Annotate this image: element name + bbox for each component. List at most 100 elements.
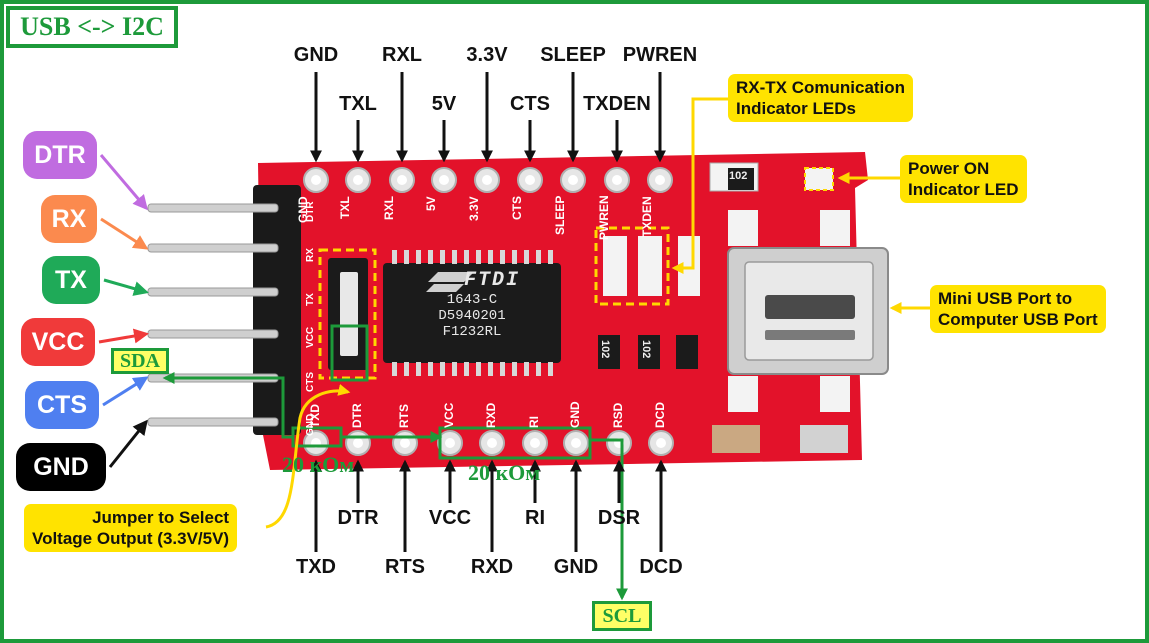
chip-leg-bottom-1: [404, 362, 409, 376]
bottom-hole-center-1: [353, 438, 363, 448]
bottom-hole-center-4: [487, 438, 497, 448]
page-title: USB <-> I2C: [6, 6, 178, 48]
power-led: [805, 168, 833, 190]
callout-power-led: Power ON Indicator LED: [900, 155, 1027, 203]
pad-c: [728, 376, 758, 412]
silk-header-3: VCC: [305, 320, 316, 348]
header-pin-3: [148, 330, 278, 338]
left-pill-rx: RX: [41, 195, 97, 243]
top-pin-label-3: SLEEP: [523, 44, 623, 67]
chip-leg-top-9: [500, 250, 505, 264]
resistor-code-2: 102: [599, 340, 611, 358]
silk-header-0: DTR: [305, 194, 316, 222]
chip-leg-top-7: [476, 250, 481, 264]
top-pin-front-label-0: TXL: [308, 93, 408, 116]
silk-top-3: 5V: [424, 196, 464, 240]
silk-header-1: RX: [305, 234, 316, 262]
silk-bottom-4: RXD: [484, 388, 498, 428]
pad-e: [800, 425, 848, 453]
bottom-pin-label-1: RTS: [355, 556, 455, 579]
led-rx: [603, 236, 627, 296]
pad-b: [820, 210, 850, 246]
chip-leg-bottom-6: [464, 362, 469, 376]
silk-top-4: 3.3V: [467, 196, 507, 240]
header-pin-2: [148, 288, 278, 296]
chip-leg-bottom-5: [452, 362, 457, 376]
chip-leg-top-12: [536, 250, 541, 264]
chip-leg-top-6: [464, 250, 469, 264]
resistor-code-3: 102: [640, 340, 652, 358]
callout-rxtx-line-2: Indicator LEDs: [736, 98, 905, 119]
chip-marking: FTDI 1643-C D5940201 F1232RL: [383, 270, 561, 340]
silk-top-1: TXL: [338, 196, 378, 240]
silk-bottom-7: RSD: [611, 388, 625, 428]
top-hole-center-4: [482, 175, 492, 185]
top-pin-front-label-3: TXDEN: [567, 93, 667, 116]
silk-top-6: SLEEP: [553, 196, 593, 240]
callout-power-line-2: Indicator LED: [908, 179, 1019, 200]
left-pill-gnd: GND: [16, 443, 106, 491]
mini-usb-opening: [765, 295, 855, 319]
led-tx: [638, 236, 662, 296]
chip-leg-top-11: [524, 250, 529, 264]
callout-jumper-line-2: Voltage Output (3.3V/5V): [32, 528, 229, 549]
chip-leg-bottom-0: [392, 362, 397, 376]
top-hole-center-5: [525, 175, 535, 185]
chip-leg-bottom-10: [512, 362, 517, 376]
chip-leg-top-13: [548, 250, 553, 264]
chip-leg-bottom-8: [488, 362, 493, 376]
mini-usb-tongue: [765, 330, 855, 340]
resistor-right-label: 20 кОм: [468, 460, 540, 486]
callout-jumper: Jumper to Select Voltage Output (3.3V/5V…: [24, 504, 237, 552]
bottom-pin-front-label-3: DSR: [569, 507, 669, 530]
chip-leg-bottom-12: [536, 362, 541, 376]
header-pin-5: [148, 418, 278, 426]
chip-line-3: F1232RL: [383, 324, 561, 340]
silk-top-7: PWREN: [597, 196, 637, 240]
jumper-pins: [340, 272, 358, 356]
callout-usb-line-1: Mini USB Port to: [938, 288, 1098, 309]
chip-leg-top-1: [404, 250, 409, 264]
chip-leg-bottom-3: [428, 362, 433, 376]
bottom-hole-center-6: [571, 438, 581, 448]
silk-bottom-3: VCC: [442, 388, 456, 428]
capacitor: [712, 425, 760, 453]
chip-brand: FTDI: [383, 270, 561, 292]
top-pin-label-0: GND: [266, 44, 366, 67]
bottom-hole-center-2: [400, 438, 410, 448]
chip-leg-top-0: [392, 250, 397, 264]
resistor-left-label: 20 кОм: [282, 452, 354, 478]
top-hole-center-6: [568, 175, 578, 185]
silk-top-0: GND: [296, 196, 336, 240]
silk-bottom-6: GND: [568, 388, 582, 428]
chip-leg-top-4: [440, 250, 445, 264]
callout-rxtx-leds: RX-TX Comunication Indicator LEDs: [728, 74, 913, 122]
top-hole-center-1: [353, 175, 363, 185]
pin-header: [253, 185, 301, 435]
pad-led-side: [678, 236, 700, 296]
bottom-pin-front-label-0: DTR: [308, 507, 408, 530]
silk-bottom-5: RI: [527, 388, 541, 428]
chip-leg-top-5: [452, 250, 457, 264]
blank-patch-2: [745, 547, 825, 612]
silk-top-2: RXL: [382, 196, 422, 240]
left-pill-tx: TX: [42, 256, 100, 304]
chip-leg-bottom-11: [524, 362, 529, 376]
left-pill-cts: CTS: [25, 381, 99, 429]
silk-bottom-2: RTS: [397, 388, 411, 428]
top-hole-center-3: [439, 175, 449, 185]
resistor-code-1: 102: [729, 170, 747, 182]
callout-rxtx-line-1: RX-TX Comunication: [736, 77, 905, 98]
chip-leg-top-8: [488, 250, 493, 264]
header-pin-1: [148, 244, 278, 252]
silk-bottom-1: DTR: [350, 388, 364, 428]
chip-leg-top-2: [416, 250, 421, 264]
chip-line-1: 1643-C: [383, 292, 561, 308]
callout-jumper-line-1: Jumper to Select: [32, 507, 229, 528]
chip-leg-top-10: [512, 250, 517, 264]
scl-tag: SCL: [592, 601, 652, 631]
top-hole-center-8: [655, 175, 665, 185]
chip-leg-bottom-2: [416, 362, 421, 376]
bottom-pin-label-4: DCD: [611, 556, 711, 579]
